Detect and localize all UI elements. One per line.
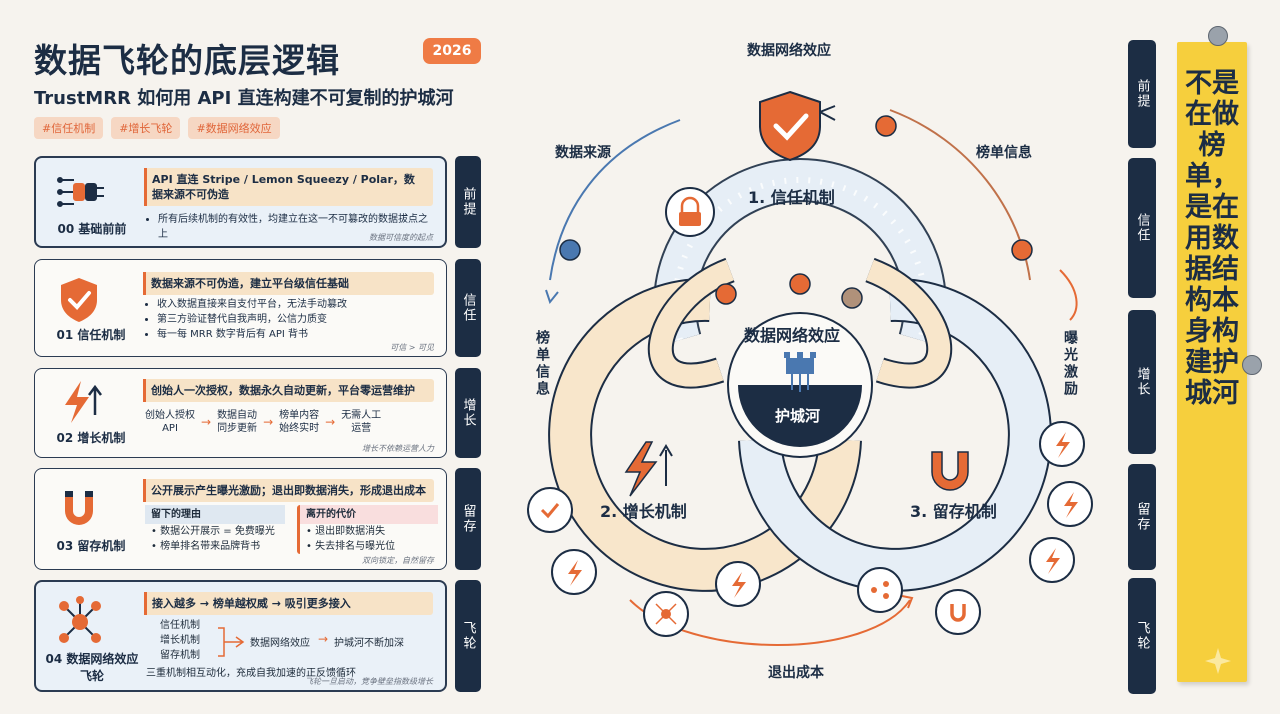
tab-trust[interactable]: 信任 <box>455 259 481 357</box>
card-name: 01 信任机制 <box>56 328 126 342</box>
lightning-icon <box>624 441 673 497</box>
card-trust[interactable]: 01 信任机制 数据来源不可伪造，建立平台级信任基础 收入数据直接来自支付平台，… <box>34 259 447 357</box>
year-badge: 2026 <box>423 38 481 64</box>
card-headline: 接入越多 → 榜单越权威 → 吸引更多接入 <box>144 592 433 615</box>
data-source-label: 数据来源 <box>555 145 611 161</box>
flow-step: 数据自动 同步更新 <box>217 410 258 434</box>
bracket-arrow-icon <box>218 627 245 657</box>
effect-label: 数据网络效应 <box>250 638 310 649</box>
tab-retention[interactable]: 留存 <box>455 468 481 570</box>
lightning-arrow-icon <box>65 381 102 423</box>
sticky-note: 不是在做榜单，是在用数据结构本身构建护城河 <box>1177 42 1247 682</box>
stay-title: 留下的理由 <box>145 505 285 524</box>
sparkle-icon <box>1205 648 1231 674</box>
top-label: 数据网络效应 <box>747 43 831 59</box>
card-note: 数据可信度的起点 <box>369 233 433 242</box>
sticky-note-text: 不是在做榜单，是在用数据结构本身构建护城河 <box>1185 68 1239 409</box>
card-retention[interactable]: 03 留存机制 公开展示产生曝光激励；退出即数据消失，形成退出成本 留下的理由 … <box>34 468 447 570</box>
mech-item: 增长机制 <box>160 635 200 646</box>
retention-node <box>935 589 981 635</box>
bullet-list: 所有后续机制的有效性，均建立在这一不可篡改的数据拔点之上 <box>140 212 435 242</box>
card-headline: 数据来源不可伪造，建立平台级信任基础 <box>143 272 434 295</box>
mech-retention-label: 3. 留存机制 <box>910 502 997 521</box>
arrow-right-icon: → <box>325 414 336 429</box>
card-note: 双向锁定，自然留存 <box>362 556 434 565</box>
flow-step: 创始人授权 API <box>145 410 195 434</box>
right-tab-trust[interactable]: 信任 <box>1128 158 1156 298</box>
rank-info-right-label: 榜单信息 <box>976 145 1032 161</box>
mech-trust-label: 1. 信任机制 <box>748 188 835 207</box>
retention-node <box>857 567 903 613</box>
leave-item: • 退出即数据消失 <box>306 526 386 537</box>
trust-node-left <box>527 487 573 533</box>
arrow-right-icon: → <box>201 414 212 429</box>
stay-item: • 榜单排名带来品牌背书 <box>151 541 261 552</box>
card-foundation[interactable]: 00 基础前前 API 直连 Stripe / Lemon Squeezy / … <box>34 156 447 248</box>
tag-growth[interactable]: #增长飞轮 <box>111 117 181 139</box>
page-subtitle: TrustMRR 如何用 API 直连构建不可复制的护城河 <box>34 88 454 109</box>
page-title: 数据飞轮的底层逻辑 <box>34 41 340 80</box>
card-headline: 公开展示产生曝光激励；退出即数据消失，形成退出成本 <box>143 479 434 502</box>
summary: 三重机制相互动化，充成自我加速的正反馈循环 <box>146 668 356 679</box>
shield-check-icon <box>759 90 821 162</box>
rank-info-left-label: 榜单信息 <box>534 330 550 398</box>
bullet: 每一每 MRR 数字背后有 API 背书 <box>157 327 436 342</box>
card-name: 02 增长机制 <box>56 431 126 445</box>
right-tab-flywheel[interactable]: 飞轮 <box>1128 578 1156 694</box>
result-label: 护城河不断加深 <box>334 638 404 649</box>
bullet: 收入数据直接来自支付平台，无法手动篡改 <box>157 297 436 312</box>
card-note: 飞轮一旦启动，竞争壁垒指数级增长 <box>305 677 433 686</box>
mech-item: 信任机制 <box>160 620 200 631</box>
growth-flow: 创始人授权 API → 数据自动 同步更新 → 榜单内容 始终实时 → 无需人工… <box>145 409 436 435</box>
pin-icon <box>1208 26 1228 46</box>
card-name: 04 数据网络效应飞轮 <box>45 652 139 683</box>
mech-growth-label: 2. 增长机制 <box>600 502 687 521</box>
card-name: 00 基础前前 <box>57 222 127 236</box>
card-flywheel[interactable]: 04 数据网络效应飞轮 接入越多 → 榜单越权威 → 吸引更多接入 信任机制 增… <box>34 580 447 692</box>
exposure-label: 曝光激励 <box>1062 330 1078 398</box>
tab-flywheel[interactable]: 飞轮 <box>455 580 481 692</box>
shield-check-icon <box>61 278 97 322</box>
flywheel-diagram <box>527 90 1093 646</box>
magnet-icon <box>65 491 93 525</box>
stay-item: • 数据公开展示 = 免费曝光 <box>151 526 275 537</box>
exit-cost-label: 退出成本 <box>768 665 824 681</box>
card-note: 可信 > 可见 <box>390 343 434 352</box>
bullet: 第三方验证替代自我声明，公信力质变 <box>157 312 436 327</box>
bullet: 所有后续机制的有效性，均建立在这一不可篡改的数据拔点之上 <box>158 212 435 242</box>
right-tab-premise[interactable]: 前提 <box>1128 40 1156 148</box>
tag-list: #信任机制 #增长飞轮 #数据网络效应 <box>34 117 280 139</box>
card-name: 03 留存机制 <box>56 539 126 553</box>
arrow-right-icon: → <box>263 414 274 429</box>
flow-step: 无需人工 运营 <box>341 410 382 434</box>
card-growth[interactable]: 02 增长机制 创始人一次授权，数据永久自动更新，平台零运营维护 创始人授权 A… <box>34 368 447 458</box>
network-icon <box>59 596 101 643</box>
tab-premise[interactable]: 前提 <box>455 156 481 248</box>
tab-growth[interactable]: 增长 <box>455 368 481 458</box>
tag-trust[interactable]: #信任机制 <box>34 117 104 139</box>
stay-box: 留下的理由 • 数据公开展示 = 免费曝光 • 榜单排名带来品牌背书 <box>145 505 285 554</box>
plug-icon <box>57 177 104 207</box>
pin-icon <box>1242 355 1262 375</box>
bullet-list: 收入数据直接来自支付平台，无法手动篡改 第三方验证替代自我声明，公信力质变 每一… <box>139 297 436 342</box>
leave-box: 离开的代价 • 退出即数据消失 • 失去排名与曝光位 <box>297 505 438 554</box>
right-tab-growth[interactable]: 增长 <box>1128 310 1156 454</box>
arrow-right-icon: → <box>318 632 329 646</box>
card-note: 增长不依赖运营人力 <box>362 444 434 453</box>
mech-item: 留存机制 <box>160 650 200 661</box>
flow-step: 榜单内容 始终实时 <box>279 410 320 434</box>
castle-icon <box>784 352 816 374</box>
leave-item: • 失去排名与曝光位 <box>306 541 396 552</box>
leave-title: 离开的代价 <box>300 505 438 524</box>
right-tab-retention[interactable]: 留存 <box>1128 464 1156 570</box>
tag-network[interactable]: #数据网络效应 <box>188 117 280 139</box>
center-label: 护城河 <box>775 407 821 425</box>
magnet-icon <box>931 451 969 491</box>
mech-list: 信任机制 增长机制 留存机制 <box>160 618 200 663</box>
card-headline: API 直连 Stripe / Lemon Squeezy / Polar，数据… <box>144 168 433 206</box>
card-headline: 创始人一次授权，数据永久自动更新，平台零运营维护 <box>143 379 434 402</box>
center-title: 数据网络效应 <box>744 326 841 345</box>
